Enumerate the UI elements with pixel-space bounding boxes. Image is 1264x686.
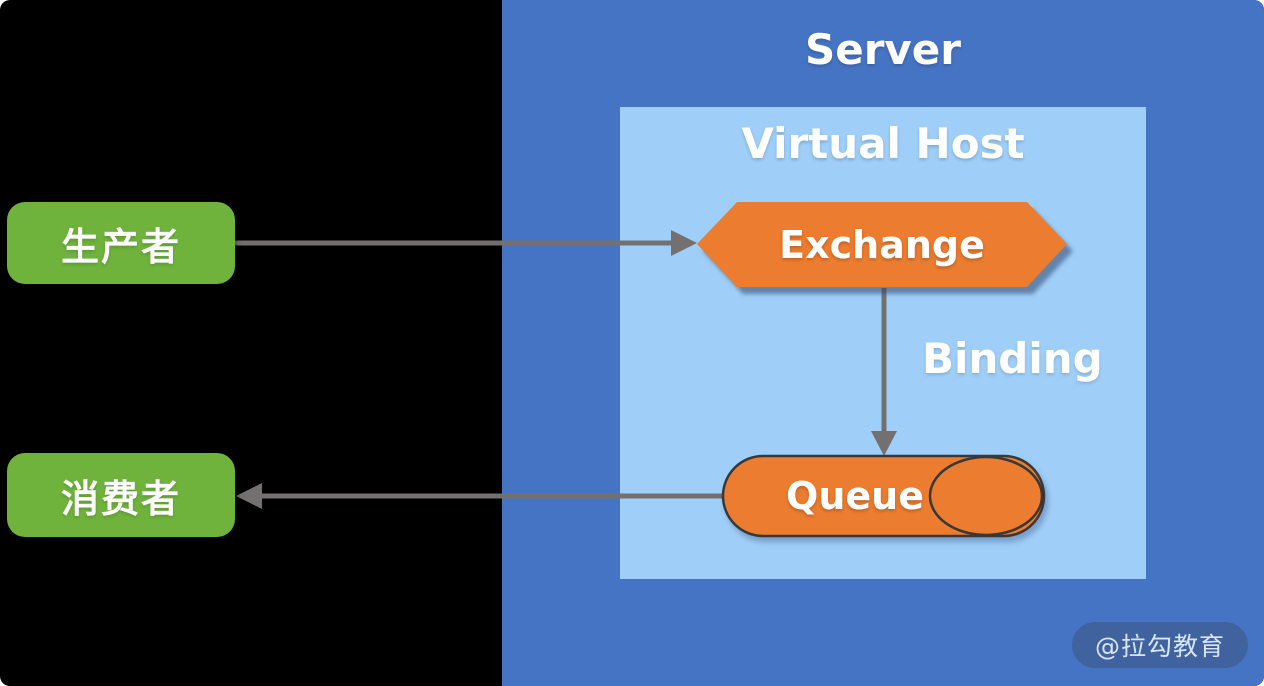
queue-label: Queue xyxy=(786,474,924,518)
consumer-label: 消费者 xyxy=(60,476,181,521)
exchange-label: Exchange xyxy=(779,222,985,267)
binding-edge-label: Binding xyxy=(922,334,1103,383)
watermark-badge: @拉勾教育 xyxy=(1072,622,1248,668)
producer-node: 生产者 xyxy=(7,202,235,284)
consumer-node: 消费者 xyxy=(7,453,235,537)
producer-label: 生产者 xyxy=(60,224,181,269)
virtual-host-title: Virtual Host xyxy=(741,119,1025,168)
watermark-label: @拉勾教育 xyxy=(1094,632,1225,661)
server-title: Server xyxy=(804,25,962,74)
